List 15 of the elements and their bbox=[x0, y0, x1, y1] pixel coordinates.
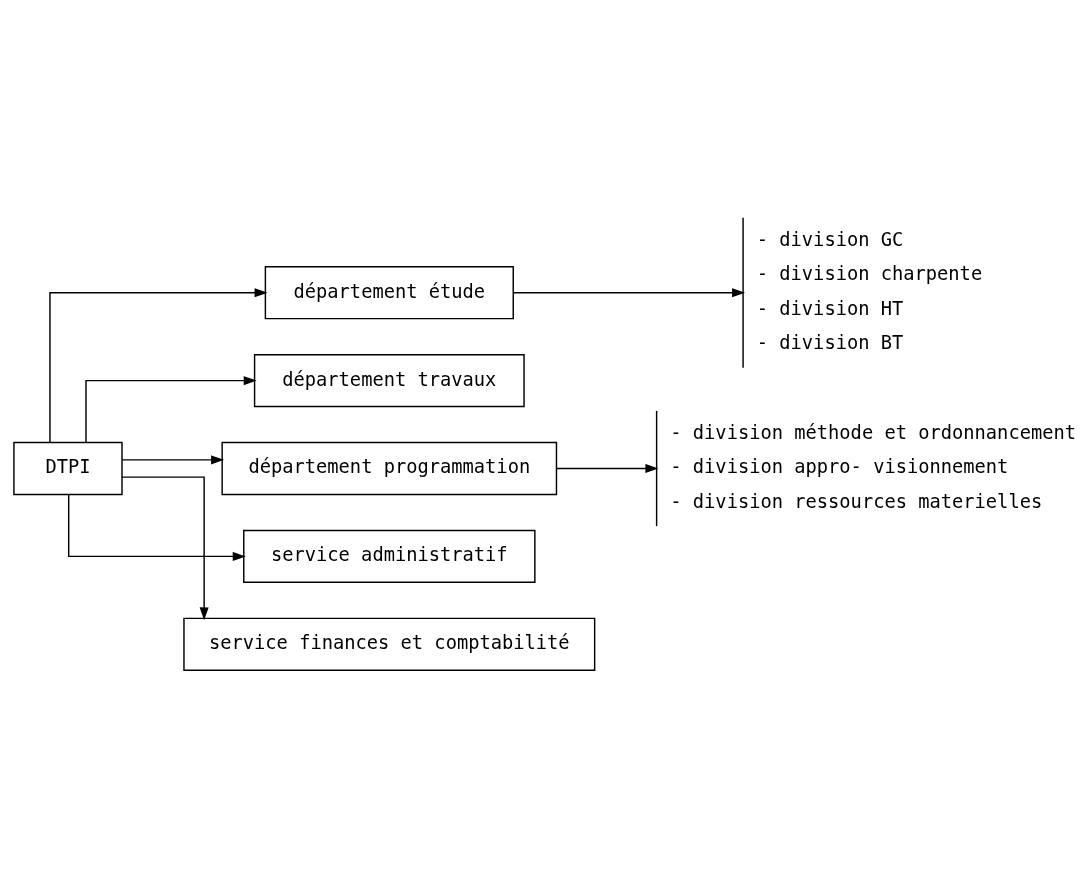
arrow bbox=[49, 288, 268, 444]
node-box: service administratif bbox=[243, 529, 536, 584]
node-box: DTPI bbox=[13, 441, 123, 496]
arrow bbox=[512, 288, 746, 298]
arrow bbox=[67, 494, 246, 561]
node-box: service finances et comptabilité bbox=[183, 617, 596, 671]
arrow bbox=[85, 376, 257, 443]
arrow bbox=[556, 463, 659, 474]
arrow bbox=[121, 476, 209, 621]
node-box: département travaux bbox=[253, 353, 525, 408]
node-box: département étude bbox=[264, 266, 514, 320]
node-box: département programmation bbox=[221, 441, 558, 496]
node-text: - division méthode et ordonnancement - division appro- visionnement - division ressources materielles bbox=[670, 421, 1077, 512]
node-text: - division GC - division charpente - division HT - division BT bbox=[756, 228, 983, 354]
arrow bbox=[121, 455, 225, 465]
